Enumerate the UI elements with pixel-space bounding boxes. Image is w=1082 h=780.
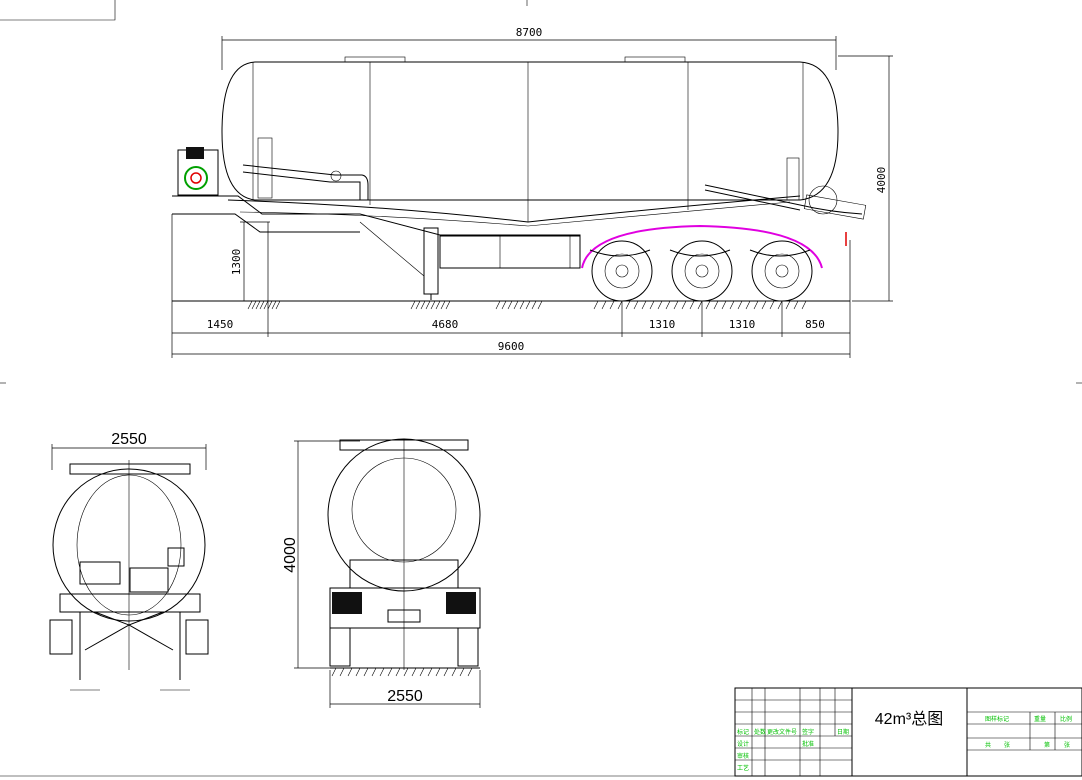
- rear-width-2550: 2550: [111, 431, 147, 448]
- tb-right-7: 张: [1064, 741, 1070, 749]
- tb-right-1: 图样标记: [985, 715, 1009, 723]
- front-width-2550: 2550: [387, 688, 423, 705]
- dim-4680: 4680: [432, 318, 459, 331]
- compressor-unit: [177, 147, 219, 196]
- tb-cell-9: 批准: [802, 740, 814, 748]
- tb-right-6: 第: [1044, 741, 1050, 749]
- axle-3: [751, 240, 813, 302]
- front-view: 4000 2550: [282, 438, 481, 708]
- drawing-title: 42m³总图: [875, 710, 943, 728]
- tb-right-3: 比例: [1060, 715, 1072, 723]
- dim-1310-b: 1310: [729, 318, 756, 331]
- tank-body: [221, 61, 839, 201]
- dim-850: 850: [805, 318, 825, 331]
- frame-corner: [0, 0, 116, 21]
- tb-cell-5: 日期: [837, 728, 849, 736]
- axle-1: [591, 240, 653, 302]
- front-height-4000: 4000: [282, 537, 299, 573]
- tb-right-4: 共: [985, 741, 991, 749]
- tb-cell-8: 工艺: [737, 764, 749, 772]
- dim-1450: 1450: [207, 318, 234, 331]
- tb-cell-6: 设计: [737, 740, 749, 748]
- dim-1310-a: 1310: [649, 318, 676, 331]
- tb-right-5: 张: [1004, 741, 1010, 749]
- tb-cell-1: 标记: [737, 728, 749, 736]
- dim-9600: 9600: [498, 340, 525, 353]
- fender-outline: [581, 224, 823, 269]
- tb-cell-4: 签字: [802, 728, 814, 736]
- dim-height-4000: 4000: [875, 167, 888, 194]
- tb-right-2: 重量: [1034, 715, 1046, 723]
- dim-1300: 1300: [230, 249, 243, 276]
- axle-2: [671, 240, 733, 302]
- title-block: 42m³总图 标记 处数 更改文件号 签字 日期 设计 审核 工艺 批准 图样标…: [734, 687, 1082, 777]
- tb-cell-3: 更改文件号: [767, 728, 797, 736]
- rear-view: 2550: [49, 431, 209, 691]
- dim-8700: 8700: [516, 26, 543, 39]
- tb-cell-7: 审核: [737, 752, 749, 760]
- tb-cell-2: 处数: [754, 728, 766, 736]
- side-view: 8700: [171, 26, 893, 358]
